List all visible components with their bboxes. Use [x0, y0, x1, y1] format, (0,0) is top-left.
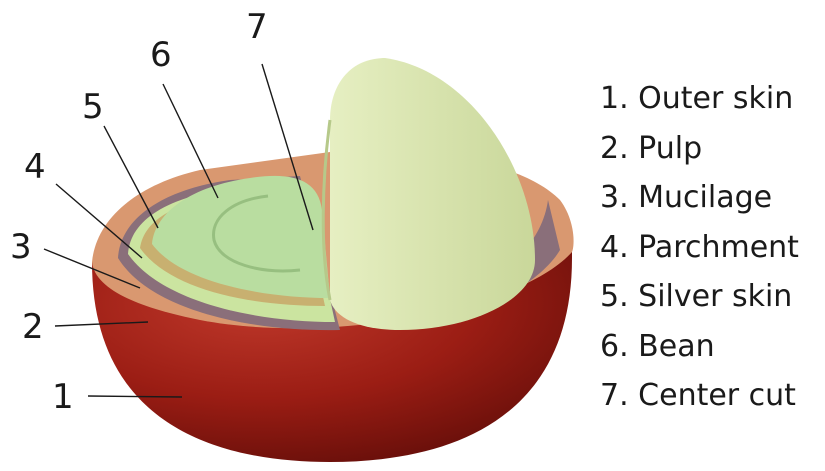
callout-3: 3: [10, 227, 32, 267]
leader-line-1: [88, 396, 182, 397]
legend-item-pulp: 2. Pulp: [600, 124, 822, 174]
legend-item-outer-skin: 1. Outer skin: [600, 74, 822, 124]
callout-4: 4: [24, 147, 46, 187]
callout-5: 5: [82, 87, 104, 127]
callout-6: 6: [150, 35, 172, 75]
callout-7: 7: [246, 7, 268, 47]
legend-item-bean: 6. Bean: [600, 322, 822, 372]
legend-item-center-cut: 7. Center cut: [600, 371, 822, 421]
callout-2: 2: [22, 307, 44, 347]
legend-item-silver-skin: 5. Silver skin: [600, 272, 822, 322]
callout-1: 1: [52, 377, 74, 417]
legend: 1. Outer skin 2. Pulp 3. Mucilage 4. Par…: [600, 74, 822, 421]
legend-item-mucilage: 3. Mucilage: [600, 173, 822, 223]
center-cut-shape: [330, 58, 535, 330]
legend-item-parchment: 4. Parchment: [600, 223, 822, 273]
